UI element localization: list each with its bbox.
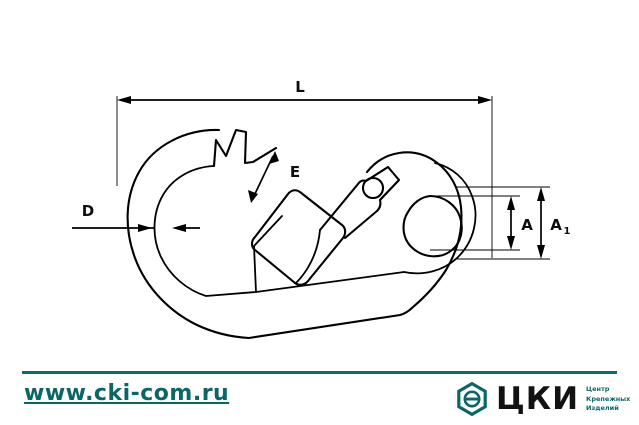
brand-tagline-line-1: Центр — [586, 385, 610, 394]
dimension-E-label: E — [290, 163, 300, 181]
dimension-L-arrow-left — [117, 96, 131, 104]
hexagon-outline — [457, 382, 487, 416]
brand-logo: ЦКИ Центр Крепежных Изделий — [455, 382, 630, 416]
eye-outer-arc-path — [403, 162, 477, 275]
carabiner-drawing-svg: L D E A — [72, 78, 571, 340]
inner-loop-profile-path — [153, 165, 405, 297]
dimension-A: A — [507, 196, 533, 250]
outer-profile-path — [126, 128, 463, 340]
gate-arm-path — [318, 165, 401, 240]
dimension-D-label: D — [82, 202, 94, 220]
brand-tagline-line-2: Крепежных — [586, 394, 631, 403]
gate-sleeve-path — [250, 189, 347, 286]
brand-letters: ЦКИ — [496, 380, 580, 417]
footer-divider-rule — [22, 371, 617, 374]
dimension-E-arrow-upper — [269, 151, 279, 164]
gate-rivet-hole — [361, 176, 385, 200]
carabiner-body — [126, 128, 477, 340]
gate-sleeve-seam-path — [295, 229, 321, 284]
dimension-D: D — [72, 202, 200, 232]
dimension-L-label: L — [295, 78, 305, 96]
dimension-A-arrow-top — [507, 196, 515, 210]
dimension-A1-arrow-bottom — [537, 245, 545, 259]
dimension-A-arrow-bottom — [507, 236, 515, 250]
technical-drawing-area: L D E A — [72, 78, 571, 340]
dimension-A1: A 1 — [537, 187, 571, 259]
dimension-A1-label: A — [550, 216, 562, 234]
site-url-link[interactable]: www.cki-com.ru — [24, 381, 230, 406]
dimension-D-arrow-left — [172, 224, 186, 232]
dimension-A1-subscript: 1 — [564, 226, 571, 237]
dimension-L: L — [117, 78, 492, 104]
dimension-E-arrow-lower — [248, 190, 258, 203]
hexagon-center-bar — [464, 397, 480, 401]
brand-tagline-line-3: Изделий — [586, 404, 619, 413]
hexagon-emblem-icon — [457, 382, 487, 416]
dimension-D-arrow-right — [138, 224, 152, 232]
nose-notch-path — [212, 128, 278, 168]
dimension-A-label: A — [521, 216, 533, 234]
eye-inner-opening-path — [402, 194, 463, 258]
dimension-L-arrow-right — [478, 96, 492, 104]
page-footer: www.cki-com.ru ЦКИ Центр Крепежных Издел… — [0, 360, 639, 425]
dimension-A1-arrow-top — [537, 187, 545, 201]
extension-lines — [116, 96, 550, 260]
dimension-E: E — [248, 151, 300, 203]
brand-tagline: Центр Крепежных Изделий — [586, 384, 630, 413]
gate-seat-facet-path — [253, 215, 283, 293]
